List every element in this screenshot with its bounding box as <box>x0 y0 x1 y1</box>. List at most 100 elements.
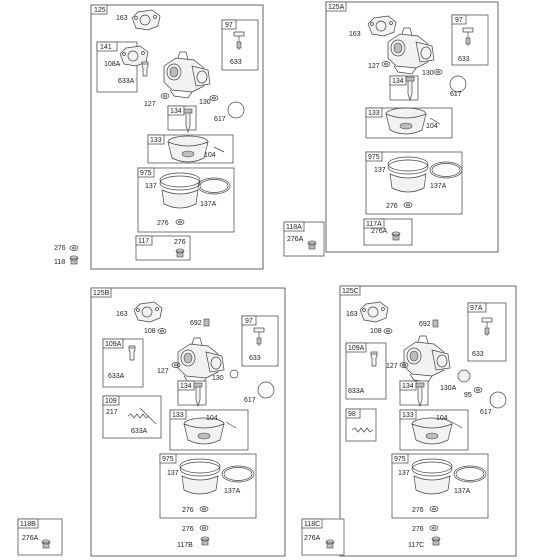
part-label: 104 <box>436 415 448 422</box>
callout-label: 109A <box>105 341 122 348</box>
callout-label: 97A <box>470 305 483 312</box>
pin-icon <box>213 146 225 153</box>
plug-icon <box>431 536 441 546</box>
pin-icon <box>429 117 441 125</box>
callout-label: 133 <box>402 412 414 419</box>
part-label: 633A <box>131 428 148 435</box>
part-label: 95 <box>464 392 472 399</box>
gasket-icon <box>131 9 161 31</box>
washer-icon <box>229 369 239 379</box>
part-label: 276A <box>287 236 304 243</box>
part-label: 276 <box>157 220 169 227</box>
callout-label: 118B <box>20 521 36 528</box>
washer-icon <box>160 93 170 99</box>
callout-label: 975 <box>162 456 174 463</box>
part-label: 617 <box>244 397 256 404</box>
callout-label: 118C <box>304 521 320 528</box>
panel-title: 125C <box>342 288 359 295</box>
callout-label: 134 <box>180 383 192 390</box>
gasket-icon <box>133 301 163 323</box>
part-label: 137 <box>398 470 410 477</box>
panel-125B: 125B 163 108 692 97 633 109A 633A 127 13… <box>17 287 286 557</box>
panel-125C: 125C 163 108 692 97A 633 109A 833A 127 1… <box>301 285 517 557</box>
washer-icon <box>473 387 483 393</box>
part-label: 104 <box>204 152 216 159</box>
part-label: 276 <box>386 203 398 210</box>
part-label: 108A <box>104 61 121 68</box>
part-label: 617 <box>480 409 492 416</box>
panel-title: 125A <box>328 4 345 11</box>
pin-icon <box>451 421 463 429</box>
carburetor-icon <box>387 27 435 75</box>
part-label: 276A <box>22 535 39 542</box>
callout-label: 118A <box>286 224 302 231</box>
part-label: 137A <box>454 488 471 495</box>
carburetor-icon <box>163 51 211 99</box>
part-label: 137A <box>430 183 447 190</box>
part-label: 127 <box>144 101 156 108</box>
part-label: 163 <box>349 31 361 38</box>
callout-label: 134 <box>170 108 182 115</box>
callout-label: 109 <box>105 398 117 405</box>
float-icon <box>385 107 427 135</box>
callout-label: 133 <box>150 137 162 144</box>
gasket-icon <box>359 301 389 323</box>
washer-icon <box>429 525 439 531</box>
jet-icon <box>370 351 378 367</box>
part-label: 692 <box>190 320 202 327</box>
part-label: 633 <box>249 355 261 362</box>
callout-label: 975 <box>368 154 380 161</box>
loose-parts: 276 118 <box>54 245 79 266</box>
part-label: 108 <box>370 328 382 335</box>
seal-ring-icon <box>449 75 467 93</box>
screw-icon <box>432 319 439 328</box>
part-label: 633A <box>118 78 135 85</box>
part-label: 130 <box>212 375 224 382</box>
gasket-icon <box>367 15 397 37</box>
part-label: 276 <box>54 245 66 252</box>
callout-label: 975 <box>394 456 406 463</box>
seal-ring-icon <box>489 391 507 409</box>
part-label: 104 <box>206 415 218 422</box>
washer-icon <box>433 69 443 75</box>
washer-icon <box>69 245 79 251</box>
callout-label: 98 <box>348 411 356 418</box>
part-label: 163 <box>116 311 128 318</box>
part-label: 137A <box>224 488 241 495</box>
washer-icon <box>157 328 167 334</box>
part-label: 276 <box>182 507 194 514</box>
part-label: 276 <box>412 526 424 533</box>
callout-label: 97 <box>455 17 463 24</box>
part-label: 118 <box>54 259 65 266</box>
screw-icon <box>139 407 157 425</box>
callout-label: 133 <box>368 110 380 117</box>
washer-icon <box>381 61 391 67</box>
panel-125: 125 163 141 108A 633A 97 633 127 130 617… <box>90 4 264 270</box>
callout-label: 97 <box>245 318 253 325</box>
part-label: 276 <box>412 507 424 514</box>
part-label: 633 <box>230 59 242 66</box>
part-label: 617 <box>214 116 226 123</box>
callout-label: 97 <box>225 22 233 29</box>
part-label: 127 <box>386 363 398 370</box>
part-label: 137A <box>200 201 217 208</box>
seal-ring-icon <box>257 381 275 399</box>
callout-label: 141 <box>100 44 112 51</box>
part-label: 692 <box>419 321 431 328</box>
part-label: 137 <box>145 183 157 190</box>
jet-icon <box>128 345 136 361</box>
float-icon <box>167 135 209 163</box>
part-label: 127 <box>368 63 380 70</box>
part-label: 217 <box>106 409 118 416</box>
part-label: 617 <box>450 91 462 98</box>
screw-icon <box>203 318 210 327</box>
callout-label: 975 <box>140 170 152 177</box>
seal-ring-icon <box>227 101 245 119</box>
part-label: 163 <box>346 311 358 318</box>
callout-label: 133 <box>172 412 184 419</box>
part-label: 130 <box>199 99 211 106</box>
pin-icon <box>225 421 237 429</box>
jet-icon <box>141 61 149 77</box>
part-label: 130A <box>440 385 457 392</box>
